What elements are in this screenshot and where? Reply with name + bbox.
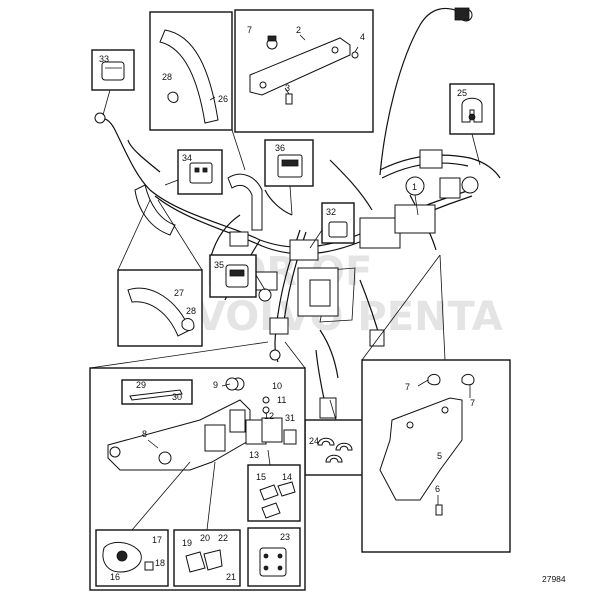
callout-28: 28 (162, 72, 172, 82)
sleeve-detail-box: 28 26 (149, 11, 246, 171)
callout-25: 25 (457, 88, 467, 98)
part-36-box: 36 (264, 139, 314, 216)
callout-1: 1 (412, 182, 417, 192)
part-33-box: 33 (91, 49, 135, 116)
callout-19: 19 (182, 538, 192, 548)
callout-16: 16 (110, 572, 120, 582)
diagram-id: 27984 (542, 574, 566, 584)
callout-4: 4 (360, 32, 365, 42)
callout-13: 13 (249, 450, 259, 460)
callout-15: 15 (256, 472, 266, 482)
callout-30: 30 (172, 392, 182, 402)
callout-24: 24 (309, 436, 319, 446)
callout-20: 20 (200, 533, 210, 543)
callout-32: 32 (326, 207, 336, 217)
callout-28b: 28 (186, 306, 196, 316)
main-wiring-harness (94, 7, 501, 419)
callout-33: 33 (99, 54, 109, 64)
callout-36: 36 (275, 143, 285, 153)
callout-14: 14 (282, 472, 292, 482)
callout-7b: 7 (405, 382, 410, 392)
callout-34: 34 (182, 153, 192, 163)
watermark-line-2: VOLVO PENTA (195, 294, 503, 340)
callout-27: 27 (174, 288, 184, 298)
callout-6: 6 (435, 484, 440, 494)
callout-5: 5 (437, 451, 442, 461)
callout-3: 3 (285, 83, 290, 93)
callout-17: 17 (152, 535, 162, 545)
part-32-box: 32 (309, 202, 355, 249)
bracket-assembly-box: 29 30 9 10 11 8 12 31 13 15 14 (89, 341, 306, 591)
callout-11: 11 (277, 395, 286, 405)
callout-2: 2 (296, 25, 301, 35)
callout-10: 10 (272, 381, 282, 391)
sleeve-27-box: 27 28 (117, 199, 203, 347)
callout-29: 29 (136, 380, 146, 390)
callout-31: 31 (285, 413, 295, 423)
callout-23: 23 (280, 532, 290, 542)
callout-7c: 7 (470, 398, 475, 408)
part-34-box: 34 (164, 149, 223, 195)
watermark: FOR OF VOLVO PENTA (195, 249, 503, 340)
part-25-box: 25 (449, 83, 495, 166)
callout-9: 9 (213, 380, 218, 390)
callout-7: 7 (247, 25, 252, 35)
callout-18: 18 (155, 558, 165, 568)
bracket-5-box: 7 7 5 6 (361, 254, 511, 553)
callout-22: 22 (218, 533, 228, 543)
callout-35: 35 (214, 260, 224, 270)
callout-12: 12 (264, 411, 274, 421)
callout-1-circle: 1 (405, 176, 425, 216)
callout-26: 26 (218, 94, 228, 104)
callout-8: 8 (142, 429, 147, 439)
callout-21: 21 (226, 572, 236, 582)
bracket-detail-box: 7 2 4 3 (234, 9, 374, 133)
part-35-box: 35 (209, 254, 266, 298)
